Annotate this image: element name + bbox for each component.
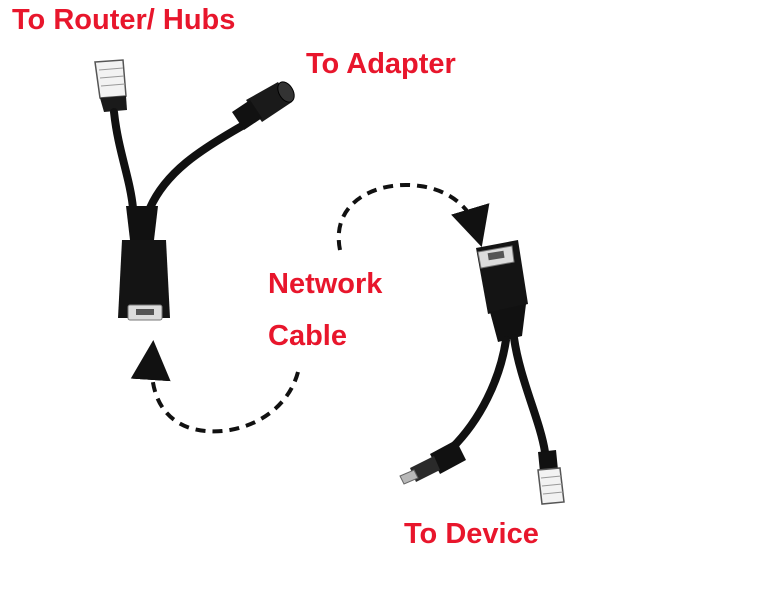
rj45-socket-right <box>476 240 528 314</box>
splitter-cable-set <box>399 240 565 505</box>
arrow-to-injector <box>130 340 300 434</box>
dc-jack-top <box>232 81 295 130</box>
label-to-router-hubs: To Router/ Hubs <box>12 4 236 36</box>
dc-plug-bottom <box>399 440 466 485</box>
arrow-to-splitter <box>336 183 490 251</box>
label-to-adapter: To Adapter <box>306 48 456 80</box>
rj45-plug-bottom <box>537 450 565 505</box>
label-to-device: To Device <box>404 518 539 550</box>
label-network: Network <box>268 268 383 300</box>
injector-cable-set <box>94 59 295 321</box>
label-cable: Cable <box>268 320 347 352</box>
rj45-plug-top <box>94 59 127 112</box>
rj45-socket-left <box>118 240 170 321</box>
